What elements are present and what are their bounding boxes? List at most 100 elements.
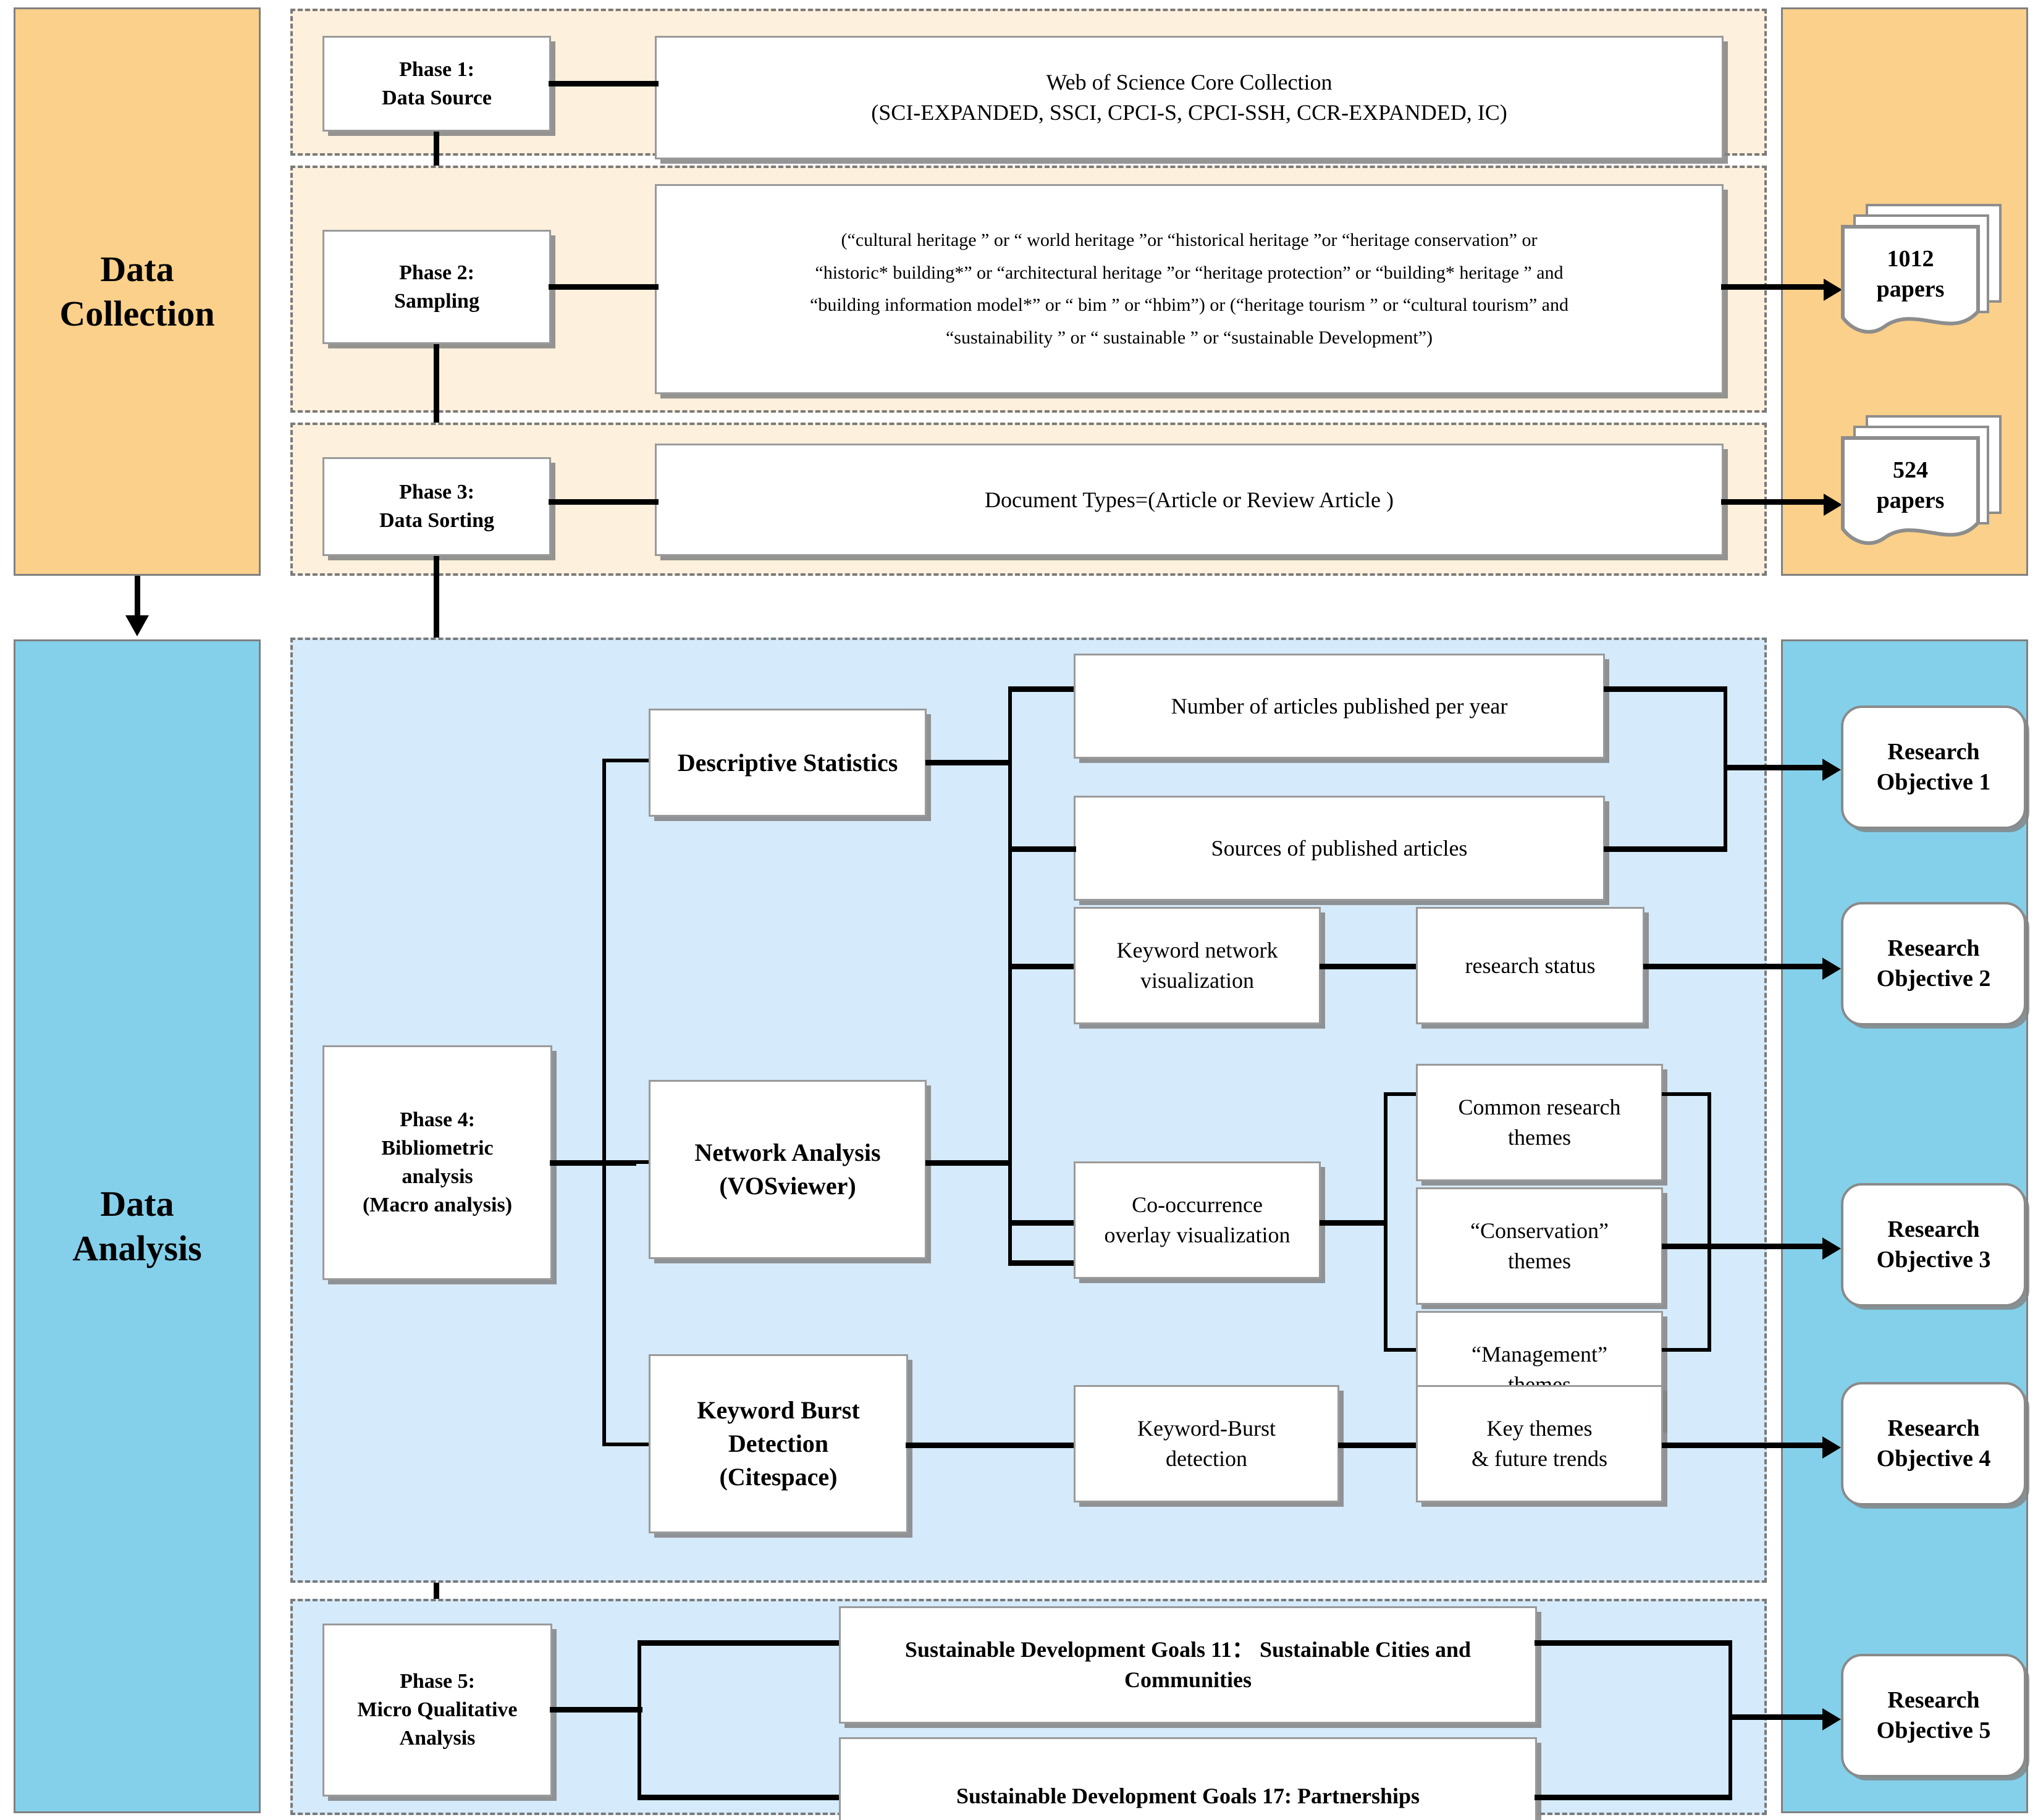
key-themes-future-box[interactable]: Key themes & future trends	[1416, 1385, 1663, 1502]
connector-collector-objective3	[1662, 1244, 1825, 1249]
arrow-to-objective3	[1822, 1237, 1841, 1260]
research-objective-3-line1: Research	[1887, 1216, 1980, 1242]
arrow-to-objective4	[1822, 1436, 1841, 1459]
connector-spine-descstats	[602, 759, 652, 762]
research-objective-1[interactable]: Research Objective 1	[1841, 706, 2026, 829]
papers-524-count: 524	[1892, 457, 1928, 483]
connector-fork-articles-year	[1008, 686, 1076, 692]
phase2-subtitle: Sampling	[394, 289, 479, 313]
phase2-box[interactable]: Phase 2: Sampling	[322, 230, 551, 344]
phase4-box[interactable]: Phase 4: Bibliometric analysis (Macro an…	[322, 1045, 552, 1280]
phase3-title: Phase 3:	[399, 481, 474, 504]
connector-fan-common-themes	[1384, 1092, 1421, 1096]
papers-524: 524 papers	[1841, 415, 2002, 548]
connector-cooccurrence-fan	[1320, 1220, 1387, 1226]
data-source-line2: (SCI-EXPANDED, SSCI, CPCI-S, CPCI-SSH, C…	[871, 100, 1507, 125]
connector-sdg11-collector	[1535, 1640, 1732, 1646]
research-objective-5-line1: Research	[1887, 1687, 1980, 1713]
conservation-themes-line2: themes	[1508, 1249, 1571, 1273]
data-sorting-line1: Document Types=(Article or Review Articl…	[985, 487, 1394, 512]
phase5-box[interactable]: Phase 5: Micro Qualitative Analysis	[322, 1624, 552, 1797]
sdg17-line1: Sustainable Development Goals 17: Partne…	[956, 1783, 1420, 1808]
sampling-query-line3: “building information model*” or “ bim ”…	[810, 295, 1569, 315]
connector-phase2-phase3	[434, 344, 439, 434]
key-themes-future-line1: Key themes	[1486, 1416, 1593, 1441]
descriptive-statistics-box[interactable]: Descriptive Statistics	[649, 709, 927, 817]
research-objective-3[interactable]: Research Objective 3	[1841, 1183, 2026, 1307]
articles-per-year-box[interactable]: Number of articles published per year	[1074, 654, 1605, 759]
connector-phase5-fork	[550, 1707, 642, 1713]
conservation-themes-box[interactable]: “Conservation” themes	[1416, 1187, 1663, 1305]
connector-fork-keyword-network	[1008, 964, 1076, 969]
connector-collection-to-analysis	[135, 576, 140, 620]
arrow-sorting-papers524	[1824, 494, 1842, 516]
keyword-burst-detection-box[interactable]: Keyword-Burst detection	[1074, 1385, 1339, 1502]
research-status-box[interactable]: research status	[1416, 907, 1644, 1024]
connector-collector-objective1	[1724, 765, 1825, 770]
connector-sdg17-collector	[1535, 1795, 1732, 1800]
sources-of-articles-box[interactable]: Sources of published articles	[1074, 796, 1605, 901]
network-analysis-line1: Network Analysis	[694, 1139, 881, 1166]
connector-spine-keywordburst	[602, 1443, 652, 1446]
keyword-network-vis-box[interactable]: Keyword network visualization	[1074, 907, 1321, 1024]
cooccurrence-overlay-line2: overlay visualization	[1104, 1223, 1291, 1247]
research-objective-5-line2: Objective 5	[1876, 1717, 1991, 1743]
sampling-query-box[interactable]: (“cultural heritage ” or “ world heritag…	[655, 184, 1724, 394]
connector-collector-objective5	[1729, 1714, 1825, 1720]
research-objective-4-line1: Research	[1887, 1415, 1980, 1441]
phase1-subtitle: Data Source	[382, 86, 492, 109]
network-analysis-box[interactable]: Network Analysis (VOSviewer)	[649, 1080, 927, 1259]
collector-objective3	[1707, 1092, 1711, 1352]
phase3-box[interactable]: Phase 3: Data Sorting	[322, 457, 551, 556]
papers-524-label-wrap: 524 papers	[1841, 436, 1980, 535]
key-themes-future-line2: & future trends	[1472, 1446, 1607, 1471]
sdg11-line2: Communities	[1124, 1667, 1252, 1692]
connector-descstats-fork	[925, 760, 1012, 765]
conservation-themes-line1: “Conservation”	[1470, 1218, 1609, 1244]
connector-phase1-datasource	[549, 81, 659, 86]
connector-phase3-sorting	[549, 499, 659, 505]
common-research-themes-line1: Common research	[1458, 1095, 1621, 1120]
sampling-query-line2: “historic* building*” or “architectural …	[815, 262, 1564, 283]
data-sorting-box[interactable]: Document Types=(Article or Review Articl…	[655, 444, 1724, 556]
keyword-burst-line2: Detection	[728, 1430, 829, 1457]
papers-1012: 1012 papers	[1841, 204, 2002, 337]
keyword-burst-detection-line1: Keyword-Burst	[1137, 1416, 1276, 1441]
common-research-themes-box[interactable]: Common research themes	[1416, 1064, 1663, 1181]
phase1-box[interactable]: Phase 1: Data Source	[322, 36, 551, 132]
arrow-to-objective5	[1822, 1708, 1841, 1730]
connector-network-fork	[925, 1160, 1012, 1166]
data-source-box[interactable]: Web of Science Core Collection (SCI-EXPA…	[655, 36, 1724, 159]
arrow-to-objective2	[1822, 958, 1841, 980]
cooccurrence-overlay-box[interactable]: Co-occurrence overlay visualization	[1074, 1161, 1321, 1279]
research-objective-5[interactable]: Research Objective 5	[1841, 1654, 2026, 1777]
phase4-line2: Bibliometric	[381, 1137, 494, 1160]
keyword-burst-box[interactable]: Keyword Burst Detection (Citespace)	[649, 1354, 908, 1533]
phase5-line3: Analysis	[399, 1726, 476, 1750]
research-status-label: research status	[1465, 953, 1596, 978]
keyword-network-vis-line1: Keyword network	[1116, 938, 1278, 963]
connector-sources-collector	[1604, 846, 1727, 852]
research-objective-2[interactable]: Research Objective 2	[1841, 902, 2026, 1026]
phase1-title: Phase 1:	[399, 57, 474, 81]
connector-query-papers1012	[1721, 284, 1826, 290]
connector-detection-keythemes	[1338, 1443, 1418, 1448]
sampling-query-line1: (“cultural heritage ” or “ world heritag…	[841, 230, 1538, 250]
research-objective-2-line2: Objective 2	[1876, 966, 1991, 992]
research-objective-4[interactable]: Research Objective 4	[1841, 1382, 2026, 1506]
sdg17-box[interactable]: Sustainable Development Goals 17: Partne…	[839, 1737, 1537, 1820]
common-research-themes-line2: themes	[1508, 1125, 1571, 1150]
research-objective-2-line1: Research	[1887, 935, 1980, 961]
arrow-collection-to-analysis	[125, 615, 149, 636]
sources-of-articles-label: Sources of published articles	[1211, 835, 1468, 861]
keyword-burst-detection-line2: detection	[1166, 1446, 1247, 1471]
cooccurrence-overlay-line1: Co-occurrence	[1132, 1192, 1263, 1218]
network-analysis-line2: (VOSviewer)	[719, 1172, 856, 1200]
sdg11-box[interactable]: Sustainable Development Goals 11： Sustai…	[839, 1606, 1537, 1724]
fork-network	[1008, 964, 1012, 1223]
arrow-query-papers1012	[1824, 279, 1842, 301]
connector-common-collector	[1662, 1092, 1711, 1096]
